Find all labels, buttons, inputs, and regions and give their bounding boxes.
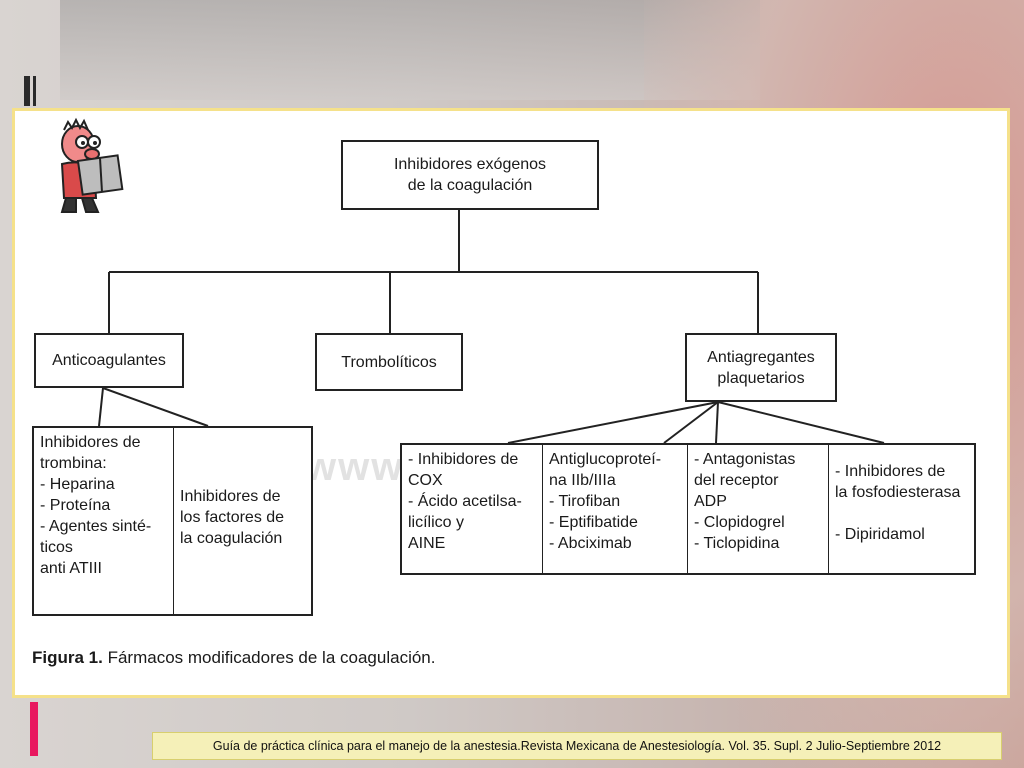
decorative-bar [33, 76, 36, 106]
text-line: - Ticlopidina [694, 535, 780, 552]
text-line: licílico y [408, 514, 465, 531]
citation-text: Guía de práctica clínica para el manejo … [212, 739, 942, 753]
text-line: - Inhibidores de [835, 463, 946, 480]
text-line: Inhibidores de [180, 488, 281, 505]
node-root: Inhibidores exógenos de la coagulación [341, 140, 599, 210]
node-inhibidores-cox: - Inhibidores de COX - Ácido acetilsa- l… [400, 443, 543, 575]
node-antiglucoproteina: Antiglucoproteí- na IIb/IIIa - Tirofiban… [542, 443, 688, 575]
node-inhibidores-fosfodiesterasa: - Inhibidores de la fosfodiesterasa - Di… [828, 443, 976, 575]
background-blur-top [60, 0, 760, 100]
text-line: - Proteína [40, 497, 111, 514]
text-line: trombina: [40, 455, 107, 472]
text-line: los factores de [180, 509, 285, 526]
node-antagonistas-adp: - Antagonistas del receptor ADP - Clopid… [687, 443, 829, 575]
text-line: del receptor [694, 472, 779, 489]
text-line: COX [408, 472, 443, 489]
node-inhibidores-factores: Inhibidores de los factores de la coagul… [173, 426, 313, 616]
node-anticoagulantes: Anticoagulantes [34, 333, 184, 388]
node-root-line2: de la coagulación [407, 177, 533, 194]
text-line: - Clopidogrel [694, 514, 785, 531]
figure-caption-text: Fármacos modificadores de la coagulación… [102, 648, 436, 667]
node-anticoagulantes-label: Anticoagulantes [52, 352, 166, 369]
text-line: - Inhibidores de [408, 451, 519, 468]
text-line: Antiglucoproteí- [549, 451, 662, 468]
node-root-line1: Inhibidores exógenos [393, 156, 547, 173]
text-line [835, 503, 968, 524]
node-tromboliticos: Trombolíticos [315, 333, 463, 391]
text-line: anti ATIII [40, 560, 102, 577]
figure-caption-label: Figura 1. [32, 648, 103, 667]
text-line: la fosfodiesterasa [835, 484, 961, 501]
text-line: - Dipiridamol [835, 526, 925, 543]
text-line: ADP [694, 493, 727, 510]
text-line: la coagulación [180, 530, 283, 547]
node-antiagregantes-line1: Antiagregantes [707, 348, 815, 366]
figure-caption: Figura 1. Fármacos modificadores de la c… [32, 648, 435, 668]
text-line: - Ácido acetilsa- [408, 493, 522, 510]
node-antiagregantes-line2: plaquetarios [717, 369, 805, 387]
text-line: - Agentes sinté- [40, 518, 152, 535]
cartoon-reader-icon [60, 117, 124, 213]
citation-footer: Guía de práctica clínica para el manejo … [152, 732, 1002, 760]
text-line: na IIb/IIIa [549, 472, 616, 489]
node-inhibidores-trombina: Inhibidores de trombina: - Heparina - Pr… [32, 426, 174, 616]
text-line: - Tirofiban [549, 493, 621, 510]
node-tromboliticos-label: Trombolíticos [341, 353, 437, 371]
text-line: Inhibidores de [40, 434, 141, 451]
decorative-pink-bar [30, 702, 38, 756]
text-line: - Eptifibatide [549, 514, 638, 531]
decorative-bar [24, 76, 30, 106]
text-line: - Antagonistas [694, 451, 796, 468]
text-line: AINE [408, 535, 446, 552]
text-line: - Abciximab [549, 535, 632, 552]
node-antiagregantes: Antiagregantes plaquetarios [685, 333, 837, 402]
text-line: - Heparina [40, 476, 115, 493]
text-line: ticos [40, 539, 73, 556]
